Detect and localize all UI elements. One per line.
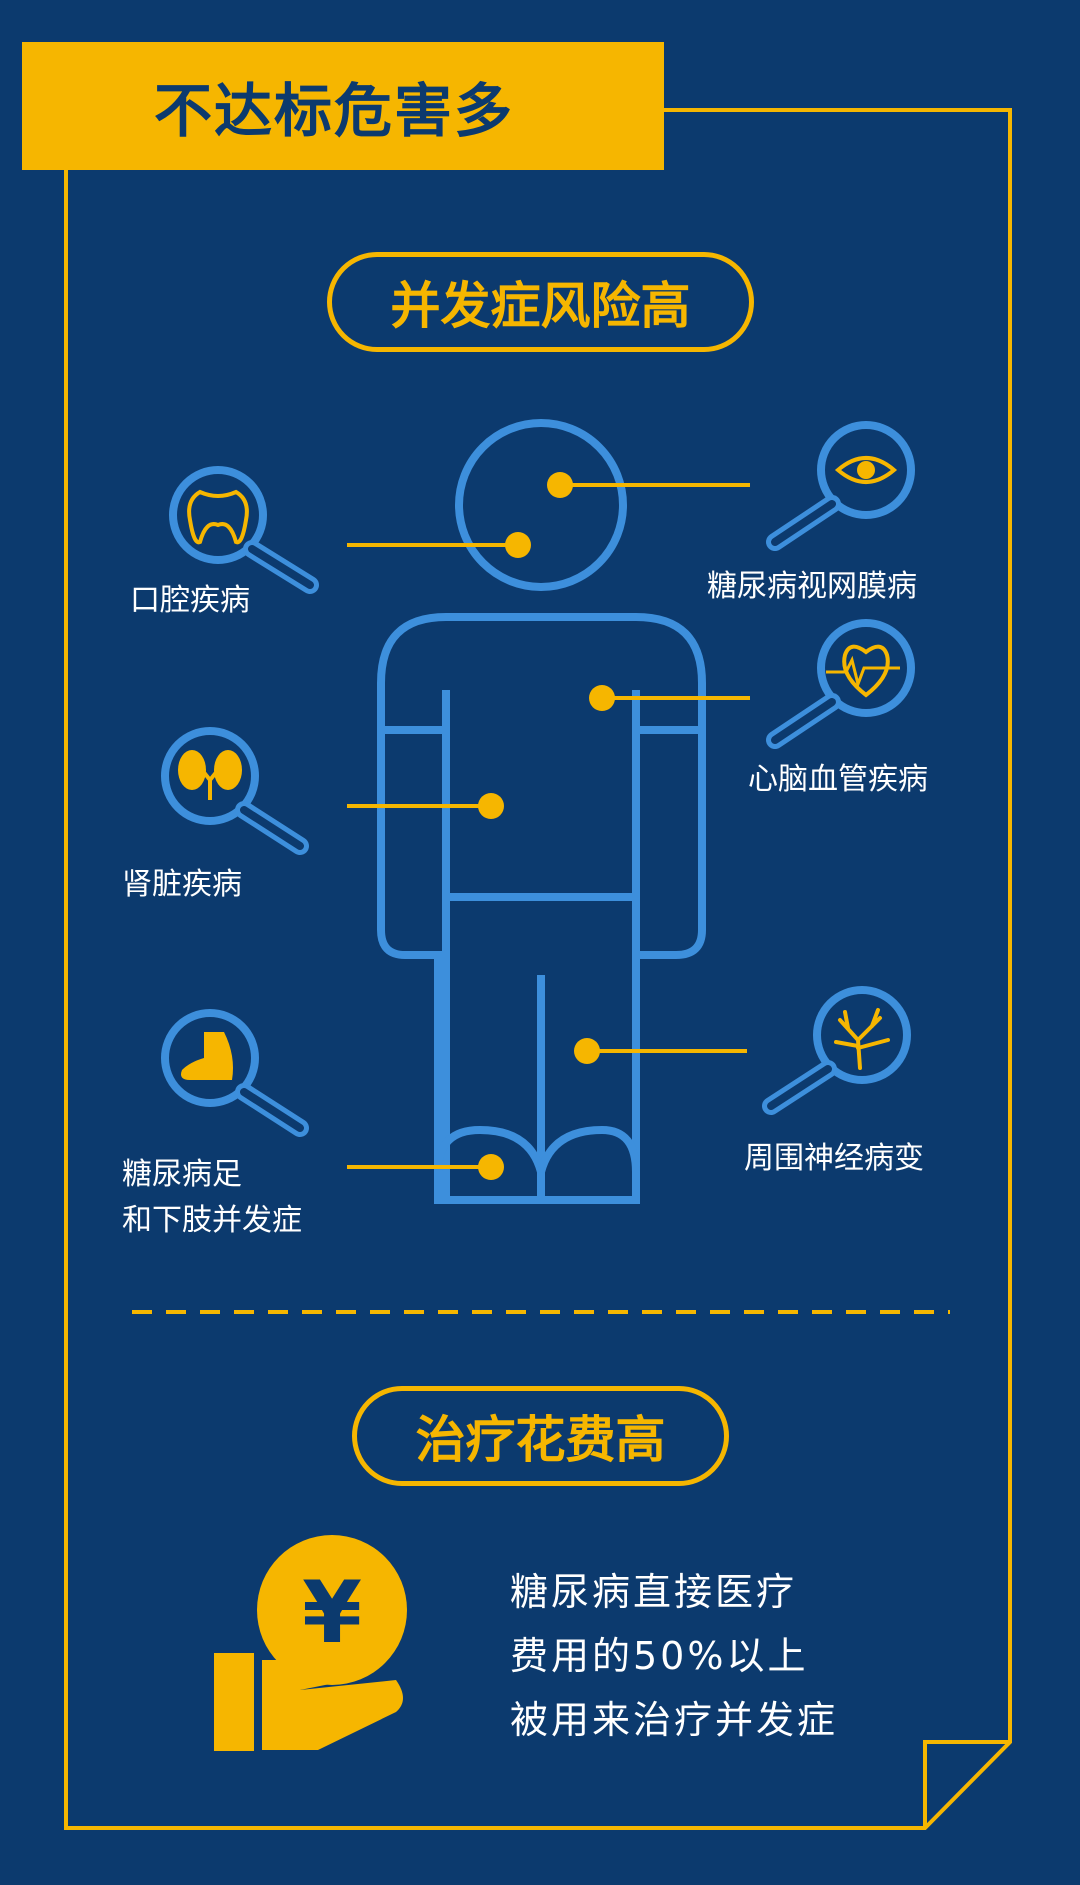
human-figure <box>377 419 706 1204</box>
label-neuropathy: 周围神经病变 <box>744 1141 924 1176</box>
kidney-icon <box>161 727 309 855</box>
label-kidney-disease: 肾脏疾病 <box>122 867 242 902</box>
label-diabetic-foot-line1: 糖尿病足 <box>122 1157 242 1192</box>
frame-border <box>64 108 1012 1830</box>
page-title: 不达标危害多 <box>154 77 515 145</box>
label-retinopathy: 糖尿病视网膜病 <box>707 569 917 604</box>
cost-line-2: 费用的50%以上 <box>510 1634 809 1678</box>
heart-icon <box>766 619 915 749</box>
yen-coin-hand-icon: ¥ <box>214 1535 407 1751</box>
title-banner: 不达标危害多 <box>22 42 664 170</box>
eye-icon <box>766 421 915 551</box>
cost-description: 糖尿病直接医疗 费用的50%以上 被用来治疗并发症 <box>510 1560 838 1752</box>
label-cardiovascular: 心脑血管疾病 <box>748 762 928 797</box>
cost-line-1: 糖尿病直接医疗 <box>510 1570 798 1614</box>
section-title-complications: 并发症风险高 <box>327 252 754 352</box>
tooth-icon <box>169 466 319 594</box>
cost-line-3: 被用来治疗并发症 <box>510 1698 839 1742</box>
section-title-cost: 治疗花费高 <box>352 1386 729 1486</box>
connectors <box>347 472 750 1180</box>
svg-text:¥: ¥ <box>302 1563 362 1663</box>
label-oral-disease: 口腔疾病 <box>130 583 250 618</box>
foot-icon <box>161 1009 309 1137</box>
label-diabetic-foot-line2: 和下肢并发症 <box>122 1203 302 1238</box>
label-diabetic-foot: 糖尿病足 和下肢并发症 <box>122 1152 302 1244</box>
nerve-icon <box>762 986 911 1115</box>
